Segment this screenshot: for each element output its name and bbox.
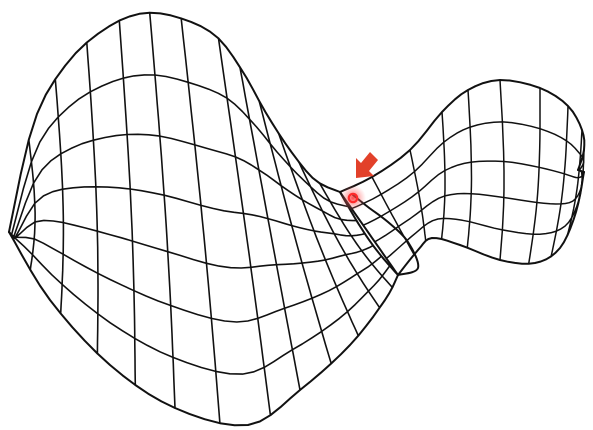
- mesh-column-line: [440, 111, 446, 240]
- saddle-wireframe-mesh: [8, 11, 586, 427]
- mesh-row-line: [8, 231, 399, 427]
- mesh-row-line: [339, 79, 586, 193]
- mesh-column-line: [297, 160, 381, 309]
- saddle-point-dot: [347, 192, 359, 204]
- mesh-column-line: [499, 79, 505, 261]
- mesh-column-line: [577, 169, 585, 173]
- mesh-column-line: [318, 182, 394, 289]
- mesh-row-line: [12, 133, 358, 238]
- mesh-column-line: [86, 41, 99, 355]
- mesh-column-line: [527, 87, 541, 265]
- mesh-fold-edge: [352, 194, 420, 276]
- pointer-arrow-icon: [356, 152, 378, 178]
- mesh-row-line: [10, 74, 350, 236]
- mesh-column-line: [148, 11, 176, 409]
- mesh-row-line: [350, 121, 585, 210]
- mesh-column-line: [566, 129, 583, 237]
- mesh-column-line: [8, 231, 16, 240]
- mesh-column-line: [54, 78, 65, 315]
- mesh-row-line: [10, 233, 391, 375]
- mesh-column-line: [180, 17, 221, 424]
- mesh-row-line: [14, 219, 374, 269]
- mesh-row-line: [8, 11, 341, 233]
- mesh-column-line: [550, 105, 569, 258]
- mesh-column-line: [28, 138, 36, 271]
- saddle-point-marker: [340, 152, 378, 211]
- mesh-column-line: [217, 37, 272, 416]
- mesh-row-line: [374, 170, 583, 243]
- mesh-row-line: [14, 186, 366, 239]
- mesh-column-line: [239, 66, 301, 391]
- mesh-column-line: [409, 149, 427, 242]
- mesh-column-line: [118, 19, 137, 386]
- saddle-point-glow: [340, 185, 366, 211]
- mesh-column-line: [371, 176, 415, 256]
- mesh-column-line: [277, 132, 360, 337]
- mesh-column-line: [577, 149, 585, 205]
- mesh-row-line: [12, 236, 383, 323]
- mesh-column-line: [258, 100, 332, 365]
- mesh-row-line: [397, 171, 585, 276]
- mesh-column-line: [466, 89, 473, 249]
